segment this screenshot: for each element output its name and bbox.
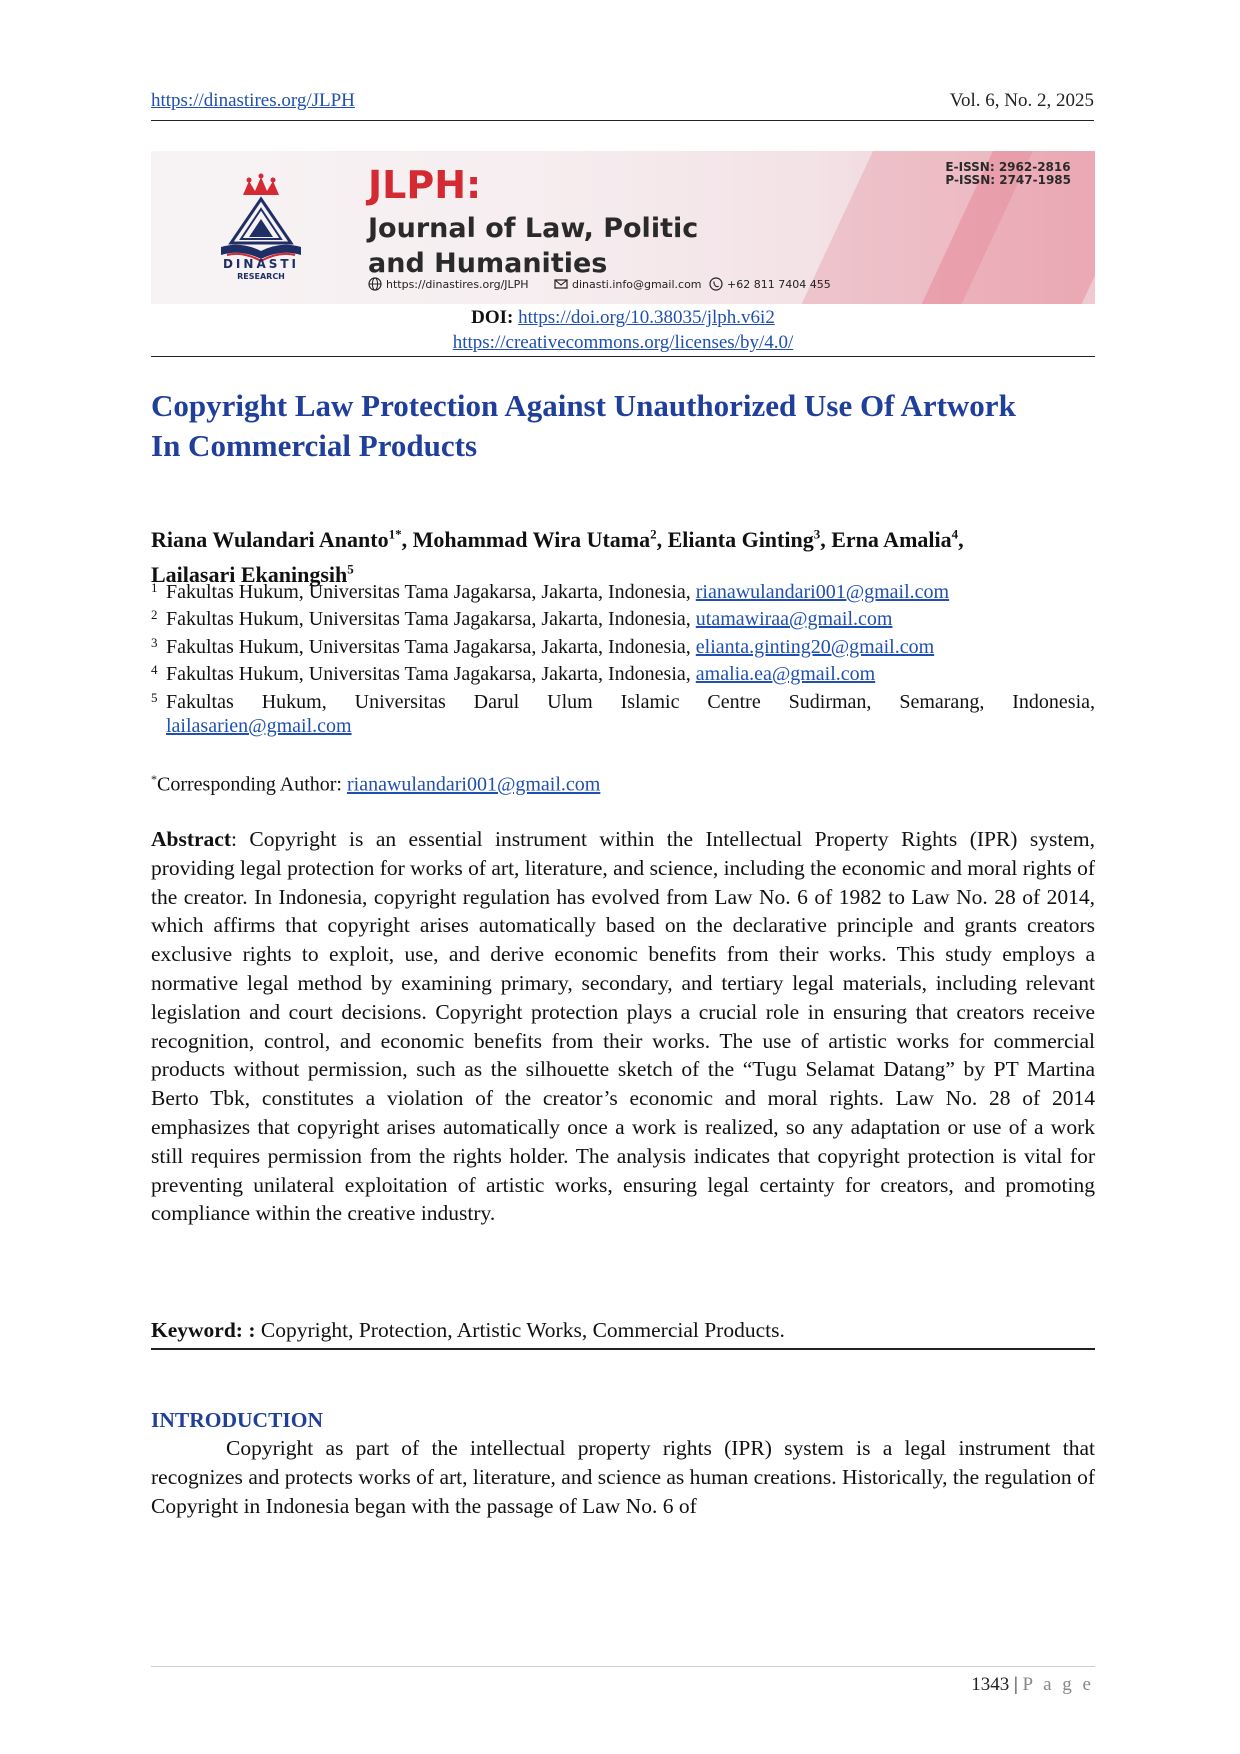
page-number: 1343: [971, 1674, 1010, 1695]
author: Erna Amalia4,: [831, 527, 964, 553]
title-line1: Copyright Law Protection Against Unautho…: [151, 388, 1016, 423]
affiliation-number: 2: [151, 607, 158, 622]
publisher-name: DINASTI: [222, 257, 300, 271]
journal-url-link[interactable]: https://dinastires.org/JLPH: [151, 90, 355, 111]
journal-name-line2: and Humanities: [368, 248, 608, 279]
footer-divider: [151, 1666, 1095, 1667]
footer-separator: |: [1013, 1674, 1018, 1695]
banner-website-text: https://dinastires.org/JLPH: [386, 277, 529, 291]
globe-icon: [368, 277, 382, 291]
page-word: P a g e: [1022, 1674, 1094, 1695]
affiliation-number: 1: [151, 580, 158, 595]
keywords: Keyword: : Copyright, Protection, Artist…: [151, 1318, 1095, 1343]
keyword-label: Keyword: :: [151, 1318, 256, 1342]
author: Mohammad Wira Utama2,: [412, 527, 668, 553]
banner-email: dinasti.info@gmail.com: [554, 277, 702, 291]
mail-icon: [554, 279, 568, 289]
affiliation-text: Fakultas Hukum, Universitas Tama Jagakar…: [166, 608, 696, 630]
affiliation: 2 Fakultas Hukum, Universitas Tama Jagak…: [151, 607, 1095, 631]
section-heading-introduction: INTRODUCTION: [151, 1408, 324, 1432]
affiliation-text: Fakultas Hukum, Universitas Tama Jagakar…: [166, 581, 696, 603]
paper-title: Copyright Law Protection Against Unautho…: [151, 386, 1095, 466]
banner-phone-text: +62 811 7404 455: [727, 277, 831, 291]
issn-block: E-ISSN: 2962-2816 P-ISSN: 2747-1985: [945, 161, 1071, 187]
eissn: E-ISSN: 2962-2816: [945, 160, 1071, 174]
page-footer: 1343 | P a g e: [971, 1674, 1094, 1696]
license-line: https://creativecommons.org/licenses/by/…: [151, 332, 1095, 354]
banner-website: https://dinastires.org/JLPH: [368, 277, 529, 291]
journal-acronym: JLPH:: [368, 163, 482, 207]
divider: [151, 1348, 1095, 1350]
corresponding-mark: *: [151, 772, 157, 786]
introduction-paragraph: Copyright as part of the intellectual pr…: [151, 1436, 1095, 1518]
journal-name-line1: Journal of Law, Politic: [368, 213, 699, 244]
pissn: P-ISSN: 2747-1985: [945, 173, 1071, 187]
affiliation: 4 Fakultas Hukum, Universitas Tama Jagak…: [151, 662, 1095, 686]
corresponding-email-link[interactable]: rianawulandari001@gmail.com: [347, 773, 601, 796]
whatsapp-icon: [709, 277, 723, 291]
affiliation-number: 3: [151, 635, 158, 650]
affiliation-text: Fakultas Hukum, Universitas Tama Jagakar…: [166, 663, 696, 685]
author: Elianta Ginting3,: [667, 527, 832, 553]
affiliation-number: 4: [151, 662, 158, 677]
author-list: Riana Wulandari Ananto1*, Mohammad Wira …: [151, 520, 1095, 589]
affiliation: 5 Fakultas Hukum, Universitas Darul Ulum…: [151, 690, 1095, 738]
email-link[interactable]: utamawiraa@gmail.com: [695, 608, 893, 630]
dinasti-logo: [221, 173, 301, 262]
email-link[interactable]: amalia.ea@gmail.com: [695, 663, 876, 685]
email-link[interactable]: elianta.ginting20@gmail.com: [695, 636, 935, 658]
affiliation-text: Fakultas Hukum, Universitas Darul Ulum I…: [166, 691, 1095, 713]
author: Riana Wulandari Ananto1*,: [151, 527, 413, 553]
title-line2: In Commercial Products: [151, 428, 478, 463]
affiliation: 1 Fakultas Hukum, Universitas Tama Jagak…: [151, 580, 1095, 604]
doi-line: DOI: https://doi.org/10.38035/jlph.v6i2: [151, 307, 1095, 329]
doi-label: DOI:: [471, 307, 514, 328]
corresponding-label: Corresponding Author:: [157, 773, 347, 796]
author: Lailasari Ekaningsih5: [151, 561, 354, 587]
keyword-text: Copyright, Protection, Artistic Works, C…: [255, 1318, 785, 1342]
email-link[interactable]: lailasarien@gmail.com: [166, 715, 352, 737]
banner-email-text: dinasti.info@gmail.com: [572, 277, 702, 291]
volume-info: Vol. 6, No. 2, 2025: [949, 90, 1094, 111]
divider: [151, 356, 1095, 357]
affiliation: 3 Fakultas Hukum, Universitas Tama Jagak…: [151, 635, 1095, 659]
banner-phone: +62 811 7404 455: [709, 277, 831, 291]
journal-banner: DINASTI RESEARCH JLPH: Journal of Law, P…: [151, 151, 1095, 304]
corresponding-author: *Corresponding Author: rianawulandari001…: [151, 772, 600, 797]
abstract-text: : Copyright is an essential instrument w…: [151, 827, 1095, 1226]
doi-link[interactable]: https://doi.org/10.38035/jlph.v6i2: [518, 307, 775, 328]
publisher-sub: RESEARCH: [237, 272, 285, 281]
running-header: https://dinastires.org/JLPH Vol. 6, No. …: [151, 90, 1094, 121]
abstract-label: Abstract: [151, 827, 232, 851]
abstract: Abstract: Copyright is an essential inst…: [151, 825, 1095, 1228]
affiliation-number: 5: [151, 690, 158, 705]
license-link[interactable]: https://creativecommons.org/licenses/by/…: [452, 332, 794, 353]
email-link[interactable]: rianawulandari001@gmail.com: [695, 581, 950, 603]
affiliation-text: Fakultas Hukum, Universitas Tama Jagakar…: [166, 636, 696, 658]
